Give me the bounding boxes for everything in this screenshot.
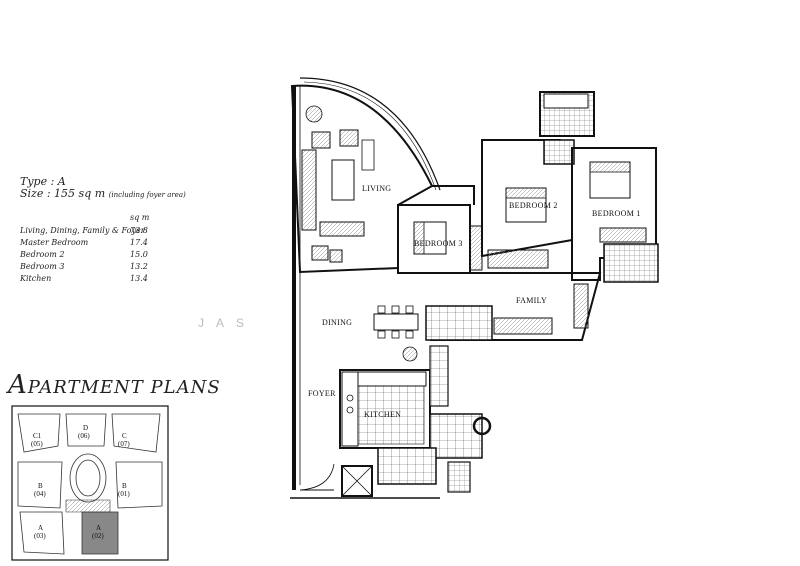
- area-unit-header: sq m: [130, 213, 150, 222]
- utility-room: [429, 413, 483, 459]
- ensuite-bath: [603, 243, 659, 283]
- stove-burner: [346, 406, 354, 414]
- utility-tile: [425, 305, 493, 341]
- label-bedroom1: BEDROOM 1: [592, 209, 641, 218]
- plant: [402, 346, 418, 362]
- plant: [305, 105, 323, 123]
- wc: [447, 461, 471, 493]
- key-unit-letter: B: [122, 482, 127, 490]
- key-unit-number: (07): [118, 440, 130, 448]
- area-value: 73.8: [130, 226, 148, 235]
- area-name: Living, Dining, Family & Foyer: [20, 226, 145, 235]
- armchair: [311, 131, 331, 149]
- unit-size-main: Size : 155 sq m: [20, 187, 106, 200]
- shower: [543, 139, 575, 165]
- key-unit-letter: A: [96, 524, 101, 532]
- ottoman: [329, 249, 343, 263]
- area-row: Kitchen 13.4: [20, 274, 168, 286]
- family-cabinet: [573, 283, 589, 329]
- key-unit-number: (03): [34, 532, 46, 540]
- bedroom2-wardrobe: [487, 249, 549, 269]
- label-bedroom3: BEDROOM 3: [414, 239, 463, 248]
- floor-plan: [290, 77, 659, 499]
- area-name: Bedroom 3: [20, 262, 65, 271]
- living-curved-window: [299, 77, 441, 191]
- round-column: [472, 416, 492, 436]
- armchair: [339, 129, 359, 147]
- corridor-tile: [429, 345, 449, 407]
- label-foyer: FOYER: [308, 389, 336, 398]
- sofa: [301, 149, 317, 231]
- area-value: 15.0: [130, 250, 148, 259]
- watermark: JAS: [198, 316, 257, 330]
- kitchen-floor: [345, 375, 425, 445]
- unit-type: Type : A: [20, 175, 66, 188]
- label-dining: DINING: [322, 318, 352, 327]
- key-unit-letter: C1: [33, 432, 42, 440]
- entry-door: [299, 463, 335, 491]
- sideboard: [361, 139, 375, 171]
- page-title: APARTMENT PLANS: [8, 370, 221, 400]
- area-value: 17.4: [130, 238, 148, 247]
- area-name: Kitchen: [20, 274, 52, 283]
- area-row: Bedroom 3 13.2: [20, 262, 168, 274]
- key-unit-number: (05): [31, 440, 43, 448]
- key-unit-letter: C: [122, 432, 127, 440]
- title-rest: PARTMENT PLANS: [27, 377, 221, 398]
- living-room-wall: [290, 84, 434, 274]
- stove-burner: [346, 394, 354, 402]
- kitchen-counter: [357, 371, 427, 387]
- area-value: 13.2: [130, 262, 148, 271]
- area-row: Master Bedroom 17.4: [20, 238, 168, 250]
- key-unit-letter: D: [83, 424, 88, 432]
- unit-size: Size : 155 sq m (including foyer area): [20, 188, 186, 201]
- key-unit-letter: B: [38, 482, 43, 490]
- key-unit-number: (02): [92, 532, 104, 540]
- area-name: Bedroom 2: [20, 250, 65, 259]
- sofa: [319, 221, 365, 237]
- key-unit-number: (01): [118, 490, 130, 498]
- family-area-wall: [430, 272, 602, 341]
- label-kitchen: KITCHEN: [364, 410, 401, 419]
- key-unit-number: (04): [34, 490, 46, 498]
- key-unit-letter: A: [38, 524, 43, 532]
- title-initial: A: [8, 370, 28, 400]
- label-living: LIVING: [362, 184, 391, 193]
- bedroom1-wall: [571, 147, 657, 281]
- label-family: FAMILY: [516, 296, 547, 305]
- bedroom1-wardrobe: [599, 227, 647, 243]
- area-name: Master Bedroom: [20, 238, 89, 247]
- coffee-table: [331, 159, 355, 201]
- dining-chairs: [377, 305, 414, 339]
- service-bath: [377, 447, 437, 485]
- key-unit-number: (06): [78, 432, 90, 440]
- dining-table: [373, 313, 419, 331]
- bathtub: [543, 93, 589, 109]
- family-bench: [493, 317, 553, 335]
- kitchen-counter: [341, 371, 359, 447]
- area-value: 13.4: [130, 274, 148, 283]
- unit-size-note: (including foyer area): [108, 191, 186, 199]
- key-plan: C1 (05) D (06) C (07) B (04) B (01) A (0…: [11, 405, 169, 561]
- label-bedroom2: BEDROOM 2: [509, 201, 558, 210]
- area-row: Bedroom 2 15.0: [20, 250, 168, 262]
- unit-info: Type : A Size : 155 sq m (including foye…: [20, 176, 186, 201]
- bedroom3-wardrobe: [469, 225, 483, 271]
- ottoman: [311, 245, 329, 261]
